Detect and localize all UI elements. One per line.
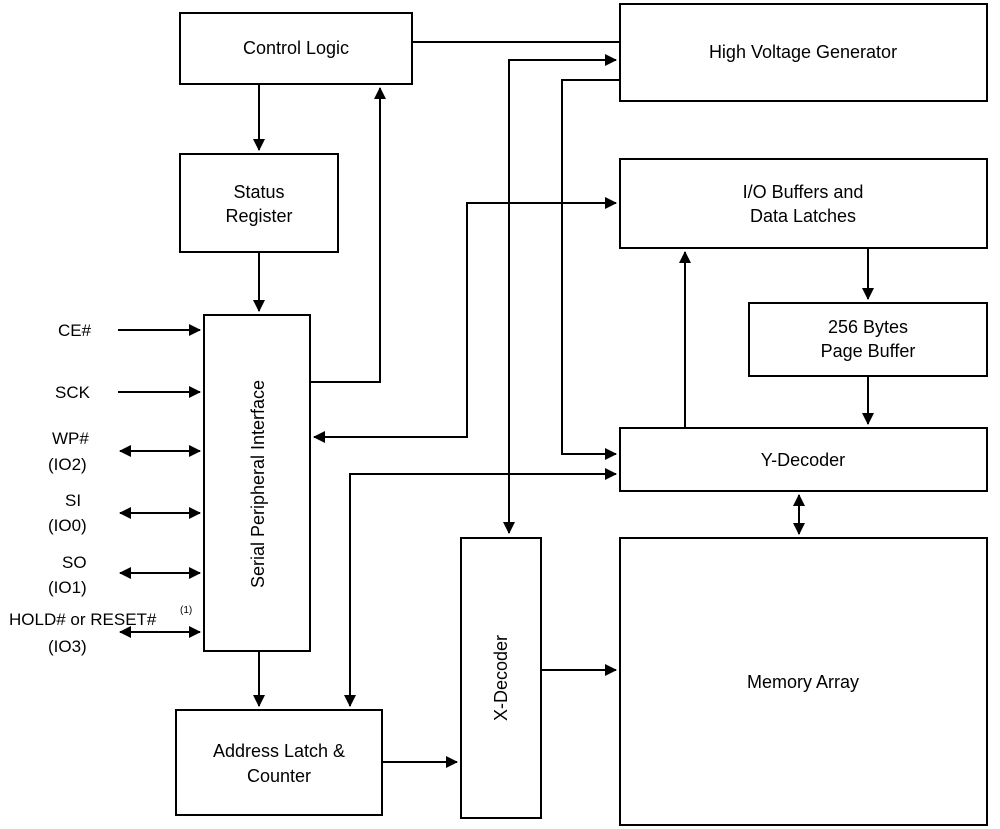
pin-hold-io-label: (IO3): [48, 637, 87, 656]
address-latch-label-line2: Counter: [247, 766, 311, 786]
pin-so-label: SO: [62, 553, 87, 572]
io-buffers-block: I/O Buffers and Data Latches: [619, 158, 988, 249]
x-decoder-block: X-Decoder: [460, 537, 542, 819]
io-buffers-label-line1: I/O Buffers and: [743, 182, 864, 202]
io-buffers-label-line2: Data Latches: [750, 206, 856, 226]
status-register-block: Status Register: [179, 153, 339, 253]
serial-peripheral-interface-block: Serial Peripheral Interface: [203, 314, 311, 652]
pin-hold-label: HOLD# or RESET#: [9, 610, 157, 629]
control-logic-block: Control Logic: [179, 12, 413, 85]
control-logic-label: Control Logic: [243, 38, 349, 58]
serial-peripheral-interface-label: Serial Peripheral Interface: [248, 380, 268, 588]
pin-ce: CE#: [58, 321, 201, 340]
memory-array-label: Memory Array: [747, 672, 859, 692]
pin-sck: SCK: [55, 383, 201, 402]
spi-io-buffers-arrow: [313, 197, 617, 443]
x-decoder-label: X-Decoder: [491, 635, 511, 721]
page-buffer-label-line1: 256 Bytes: [828, 317, 908, 337]
address-latch-label-line1: Address Latch &: [213, 741, 345, 761]
pin-so-io-label: (IO1): [48, 578, 87, 597]
page-buffer-label-line2: Page Buffer: [821, 341, 916, 361]
pin-si-label: SI: [65, 491, 81, 510]
pin-si: SI (IO0): [48, 491, 201, 535]
page-buffer-block: 256 Bytes Page Buffer: [748, 302, 988, 377]
pin-wp: WP# (IO2): [48, 429, 201, 474]
status-register-label-line2: Register: [225, 206, 292, 226]
pin-hold-footnote: (1): [180, 605, 192, 616]
pin-hold: HOLD# or RESET# (1) (IO3): [9, 605, 201, 656]
status-register-label-line1: Status: [233, 182, 284, 202]
high-voltage-generator-block: High Voltage Generator: [619, 3, 988, 102]
y-decoder-block: Y-Decoder: [619, 427, 988, 492]
pin-wp-label: WP#: [52, 429, 89, 448]
pin-so: SO (IO1): [48, 553, 201, 597]
pin-ce-label: CE#: [58, 321, 92, 340]
pin-sck-label: SCK: [55, 383, 91, 402]
high-voltage-generator-label: High Voltage Generator: [709, 42, 897, 62]
y-decoder-label: Y-Decoder: [761, 450, 845, 470]
address-ydecoder-arrow: [344, 468, 617, 707]
pin-wp-io-label: (IO2): [48, 455, 87, 474]
pin-si-io-label: (IO0): [48, 516, 87, 535]
hv-to-ydecoder-arrow: [561, 79, 620, 460]
address-latch-counter-block: Address Latch & Counter: [175, 709, 383, 816]
memory-array-block: Memory Array: [619, 537, 988, 826]
